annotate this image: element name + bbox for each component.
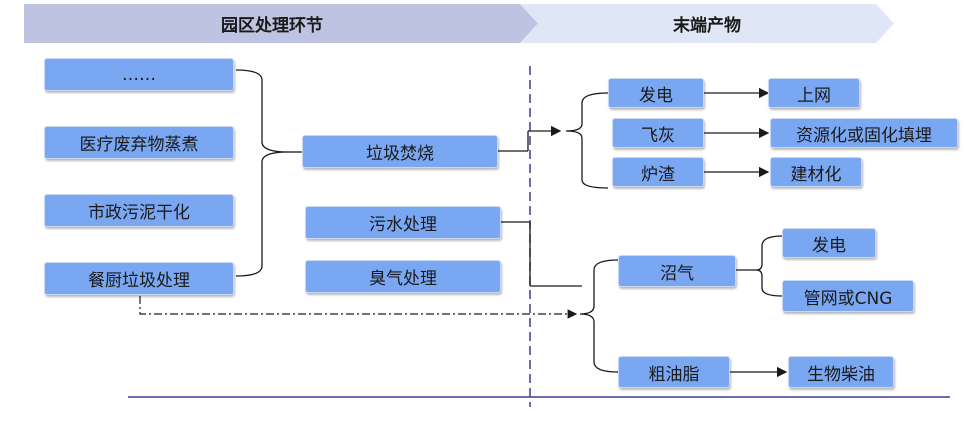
product-node-pipeline-cng: 管网或CNG	[782, 280, 914, 312]
kitchen-waste-dashdot	[139, 296, 578, 319]
intermediate-node-crude-oil: 粗油脂	[618, 356, 730, 388]
product-node-biodiesel: 生物柴油	[788, 356, 894, 388]
biogas-bracket	[755, 235, 783, 297]
intermediate-node-fly-ash: 飞灰	[612, 118, 704, 148]
source-node-sludge: 市政污泥干化	[44, 194, 234, 227]
product-node-power-2: 发电	[782, 228, 876, 258]
banner-right-title: 末端产物	[673, 16, 741, 36]
banner-right-shape	[520, 4, 894, 43]
product-node-building-material: 建材化	[770, 157, 862, 187]
process-node-odor: 臭气处理	[305, 260, 501, 293]
source-node-medical-waste: 医疗废弃物蒸煮	[44, 126, 234, 159]
intermediate-node-power: 发电	[608, 78, 704, 108]
banner-left-shape	[24, 4, 538, 43]
intermediate-node-slag: 炉渣	[612, 157, 704, 187]
banner-left-title: 园区处理环节	[221, 16, 323, 36]
process-node-incineration: 垃圾焚烧	[302, 135, 498, 168]
upper-bracket	[565, 92, 609, 189]
sources-bracket	[235, 69, 289, 277]
process-node-wastewater: 污水处理	[305, 206, 501, 239]
product-node-landfill: 资源化或固化填埋	[770, 118, 958, 148]
source-node-ellipsis: ……	[44, 58, 234, 91]
intermediate-node-biogas: 沼气	[618, 255, 736, 287]
source-node-kitchen-waste: 餐厨垃圾处理	[44, 262, 234, 295]
lower-bracket	[579, 259, 619, 373]
product-node-grid: 上网	[768, 78, 860, 108]
